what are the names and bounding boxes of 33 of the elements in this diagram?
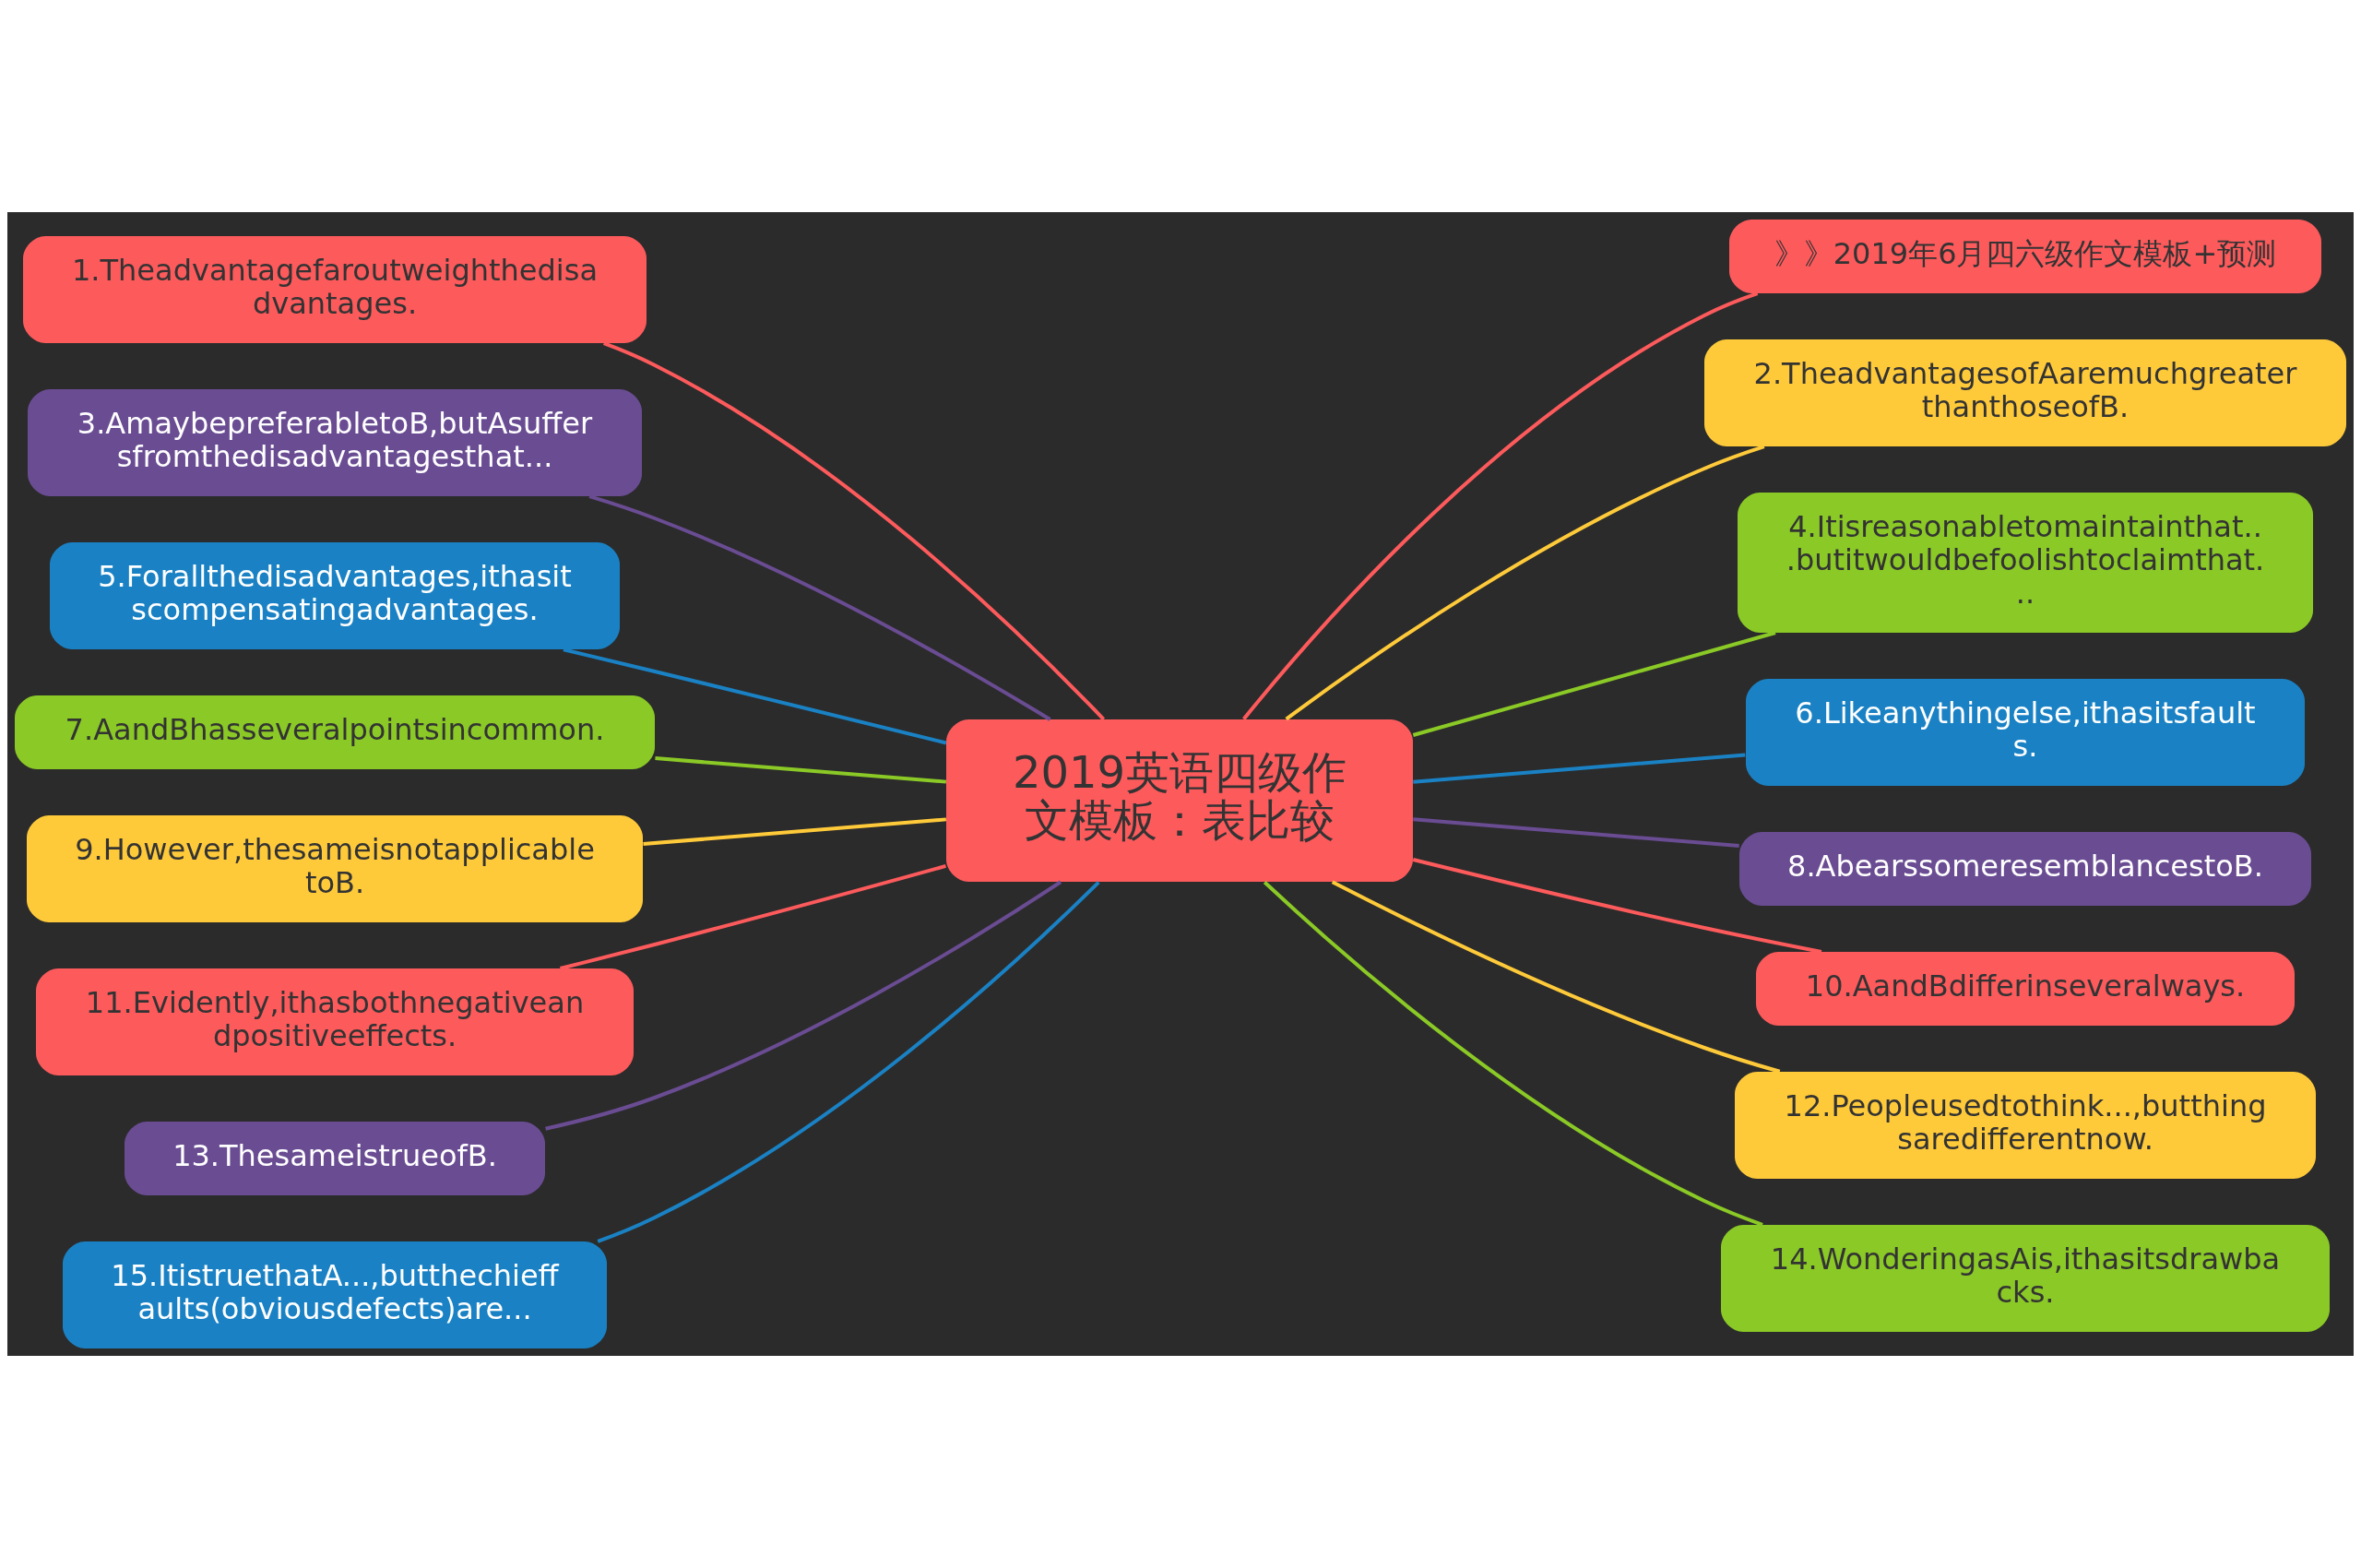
node-box: 1.Theadvantagefaroutweighthedisadvantages. <box>23 236 647 343</box>
node-box: 12.Peopleusedtothink...,butthingsaredifferentnow. <box>1735 1072 2316 1179</box>
node-box: 8.AbearssomeresemblancestoB. <box>1739 832 2311 906</box>
connector <box>1413 753 1746 784</box>
connector <box>1331 880 1781 1074</box>
connector <box>559 864 947 970</box>
node-box: 2019英语四级作文模板：表比较 <box>946 719 1413 882</box>
node-box: 5.Forallthedisadvantages,ithasitscompensatingadvantages. <box>50 542 620 649</box>
connector <box>1413 817 1739 848</box>
connector <box>1263 881 1763 1227</box>
node-box: 14.WonderingasAis,ithasitsdrawbacks. <box>1721 1225 2330 1332</box>
connector <box>1412 858 1822 954</box>
connector <box>597 881 1100 1243</box>
connector <box>1242 291 1759 720</box>
node-box: 11.Evidently,ithasbothnegativeandpositiveeffects. <box>36 968 634 1075</box>
node-box: 3.AmaybepreferabletoB,butAsuffersfromthedisadvantagesthat... <box>28 389 642 496</box>
node-box: 4.Itisreasonabletomaintainthat...butitwouldbefoolishtoclaimthat... <box>1738 493 2313 633</box>
node-box: 6.Likeanythingelse,ithasitsfaults. <box>1746 679 2305 786</box>
connector <box>588 494 1051 721</box>
node-box: 》》2019年6月四六级作文模板+预测 <box>1729 220 2321 293</box>
connector <box>1412 631 1776 737</box>
connector <box>643 817 947 846</box>
node-box: 13.ThesameistrueofB. <box>125 1122 545 1195</box>
connector <box>1285 445 1765 721</box>
node-box: 10.AandBdifferinseveralways. <box>1756 952 2295 1026</box>
connector <box>655 756 947 784</box>
connector <box>603 341 1106 721</box>
connector <box>563 647 947 745</box>
node-box: 2.TheadvantagesofAaremuchgreaterthanthoseofB. <box>1704 339 2346 446</box>
connector <box>545 880 1062 1131</box>
node-box: 7.AandBhasseveralpointsincommon. <box>15 695 655 769</box>
node-box: 9.However,thesameisnotapplicabletoB. <box>27 815 643 922</box>
node-box: 15.ItistruethatA...,butthechieffaults(obviousdefects)are... <box>63 1241 607 1348</box>
